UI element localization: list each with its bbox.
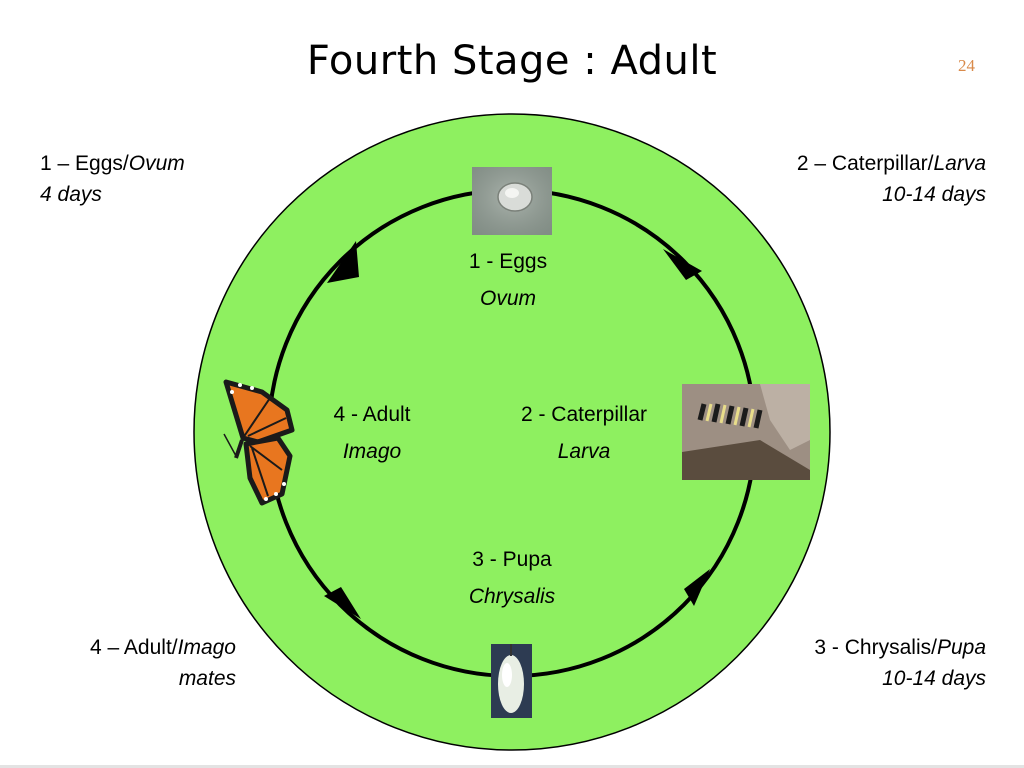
note-adult: 4 – Adult/Imago mates <box>90 632 236 694</box>
stage-pupa-latin: Chrysalis <box>468 585 556 608</box>
butterfly-image <box>223 379 295 506</box>
stage-caterpillar: 2 - Caterpillar Larva <box>484 396 684 470</box>
chrysalis-photo <box>491 644 532 718</box>
arrow-eggs-to-caterpillar <box>663 249 702 280</box>
note-caterpillar-title: 2 – Caterpillar/ <box>796 152 934 175</box>
note-chrysalis-duration: 10-14 days <box>882 667 986 690</box>
note-caterpillar-latin: Larva <box>933 152 986 175</box>
slide-bottom-rule <box>0 765 1024 768</box>
note-eggs: 1 – Eggs/Ovum 4 days <box>40 148 185 210</box>
stage-eggs-label: 1 - Eggs <box>468 250 548 273</box>
stage-caterpillar-label: 2 - Caterpillar <box>520 403 648 426</box>
note-eggs-title: 1 – Eggs/ <box>40 152 129 175</box>
stage-pupa-label: 3 - Pupa <box>472 548 552 571</box>
note-eggs-latin: Ovum <box>128 152 185 175</box>
slide-title: Fourth Stage : Adult <box>306 38 718 84</box>
stage-adult: 4 - Adult Imago <box>272 396 472 470</box>
note-caterpillar: 2 – Caterpillar/Larva 10-14 days <box>797 148 986 210</box>
note-eggs-duration: 4 days <box>40 183 102 206</box>
stage-eggs-latin: Ovum <box>479 287 536 310</box>
stage-caterpillar-latin: Larva <box>557 440 611 463</box>
note-chrysalis-latin: Pupa <box>936 636 986 659</box>
arrow-caterpillar-to-pupa <box>684 569 710 606</box>
stage-eggs: 1 - Eggs Ovum <box>408 243 608 317</box>
note-chrysalis-title: 3 - Chrysalis/ <box>814 636 937 659</box>
stage-adult-latin: Imago <box>342 440 402 463</box>
caterpillar-photo <box>682 384 810 480</box>
note-chrysalis: 3 - Chrysalis/Pupa 10-14 days <box>814 632 986 694</box>
stage-pupa: 3 - Pupa Chrysalis <box>412 541 612 615</box>
arrow-adult-to-eggs <box>327 241 359 283</box>
stage-adult-label: 4 - Adult <box>333 403 411 426</box>
note-adult-activity: mates <box>178 667 236 690</box>
arrow-pupa-to-adult <box>324 587 361 619</box>
note-adult-latin: Imago <box>177 636 236 659</box>
egg-photo <box>472 167 552 235</box>
note-caterpillar-duration: 10-14 days <box>882 183 986 206</box>
page-number: 24 <box>958 56 975 75</box>
note-adult-title: 4 – Adult/ <box>90 636 178 659</box>
